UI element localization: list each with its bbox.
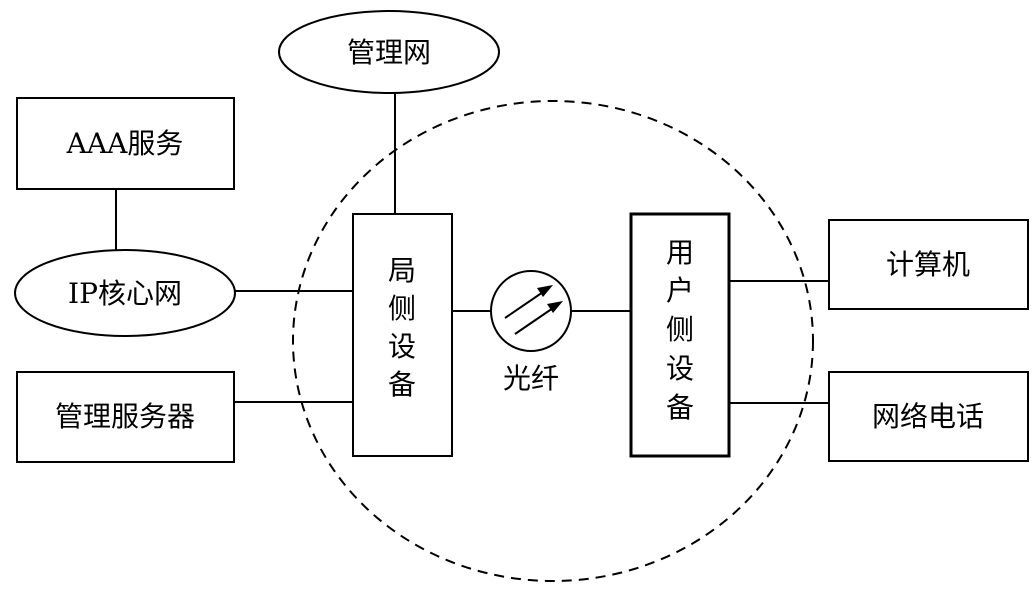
office-device-char-4: 备	[388, 368, 416, 401]
computer-box	[828, 219, 1029, 310]
ip-core-label: IP核心网	[68, 277, 182, 310]
access-network-boundary	[292, 100, 814, 582]
fiber-symbol	[490, 270, 572, 352]
aaa-server-box	[16, 97, 235, 190]
office-device-char-1: 局	[388, 254, 416, 287]
ip-core-ellipse	[14, 249, 236, 337]
mgmt-net-label: 管理网	[347, 36, 431, 69]
fiber-label: 光纤	[503, 362, 559, 395]
user-device-char-4: 设	[666, 352, 694, 385]
phone-label: 网络电话	[872, 400, 984, 433]
user-device-char-3: 侧	[666, 313, 694, 346]
user-device-char-2: 户	[666, 274, 694, 307]
user-device-char-1: 用	[666, 236, 694, 269]
office-device-char-2: 侧	[388, 292, 416, 325]
computer-label: 计算机	[886, 248, 970, 281]
mgmt-server-label: 管理服务器	[55, 400, 195, 433]
fiber-arrows-icon	[504, 285, 563, 335]
office-device-box	[352, 213, 453, 457]
user-device-char-5: 备	[666, 391, 694, 424]
user-device-box	[629, 212, 731, 458]
office-device-char-3: 设	[388, 330, 416, 363]
phone-box	[828, 371, 1029, 462]
mgmt-server-box	[16, 371, 235, 463]
aaa-server-label: AAA服务	[66, 127, 184, 160]
mgmt-net-ellipse	[278, 10, 500, 94]
